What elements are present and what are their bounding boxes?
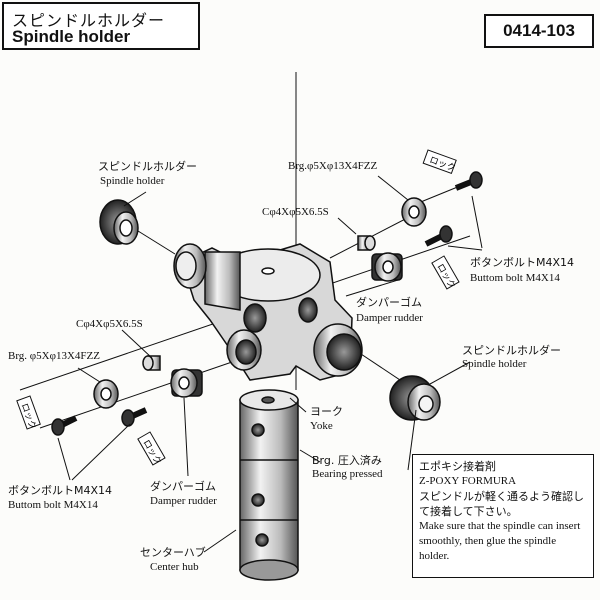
label-bolt-left-jp: ボタンボルトM4X14	[8, 484, 113, 497]
yoke	[173, 243, 363, 381]
label-bolt-right-jp: ボタンボルトM4X14	[470, 256, 575, 269]
label-bearing-pressed-en: Bearing pressed	[312, 468, 383, 480]
loctite-tag-3: ロック	[16, 395, 41, 431]
label-bearing-left: Brg. φ5Xφ13X4FZZ	[8, 350, 100, 362]
note-body-jp: スピンドルが軽く通るよう確認して接着して下さい。	[419, 490, 584, 518]
title-japanese: スピンドルホルダー	[12, 11, 166, 30]
label-center-hub-jp: センターハブ	[140, 546, 206, 559]
label-damper-right-jp: ダンパーゴム	[356, 296, 422, 309]
spindle-holder-top-left	[99, 199, 139, 245]
button-bolt-left-1	[51, 415, 78, 436]
damper-rubber-left	[170, 368, 203, 398]
title-english: Spindle holder	[12, 27, 131, 46]
note-heading-en: Z-POXY FORMURA	[419, 475, 517, 487]
label-bearing-top: Brg.φ5Xφ13X4FZZ	[288, 160, 378, 172]
center-hub	[239, 389, 299, 581]
label-bolt-left-en: Buttom bolt M4X14	[8, 499, 98, 511]
label-spindle-holder-right-en: Spindle holder	[462, 358, 527, 370]
button-bolt-top-1	[454, 171, 483, 191]
collar-left	[142, 355, 161, 371]
label-center-hub-en: Center hub	[150, 561, 199, 573]
label-spindle-holder-right-jp: スピンドルホルダー	[462, 344, 561, 357]
title-box: スピンドルホルダー Spindle holder	[2, 2, 200, 50]
loctite-tag-2: ロック	[431, 255, 460, 291]
damper-rubber-top	[371, 252, 403, 282]
label-yoke-jp: ヨーク	[310, 405, 343, 418]
spindle-holder-right	[389, 375, 441, 421]
collar-top	[357, 235, 376, 251]
label-collar-top: Cφ4Xφ5X6.5S	[262, 206, 329, 218]
loctite-tag-1: ロック	[422, 149, 457, 174]
button-bolt-top-2	[424, 225, 453, 247]
note-heading-jp: エポキシ接着剤	[419, 460, 496, 473]
bearing-top	[401, 197, 427, 227]
label-collar-left: Cφ4Xφ5X6.5S	[76, 318, 143, 330]
label-bearing-pressed-jp: Brg. 圧入済み	[312, 454, 382, 467]
label-spindle-holder-top-en: Spindle holder	[100, 175, 165, 187]
part-number: 0414-103	[484, 14, 594, 48]
loctite-tag-4: ロック	[137, 431, 166, 467]
leader-lines	[57, 175, 483, 553]
note-body-en: Make sure that the spindle can insert sm…	[419, 520, 581, 562]
label-yoke-en: Yoke	[310, 420, 333, 432]
label-damper-left-en: Damper rudder	[150, 495, 217, 507]
bearing-left	[93, 379, 119, 409]
adhesive-note-box: エポキシ接着剤 Z-POXY FORMURA スピンドルが軽く通るよう確認して接…	[412, 454, 594, 578]
label-bolt-right-en: Buttom bolt M4X14	[470, 272, 560, 284]
label-damper-right-en: Damper rudder	[356, 312, 423, 324]
button-bolt-left-2	[121, 407, 148, 427]
label-damper-left-jp: ダンパーゴム	[150, 480, 216, 493]
label-spindle-holder-top-jp: スピンドルホルダー	[98, 160, 197, 173]
